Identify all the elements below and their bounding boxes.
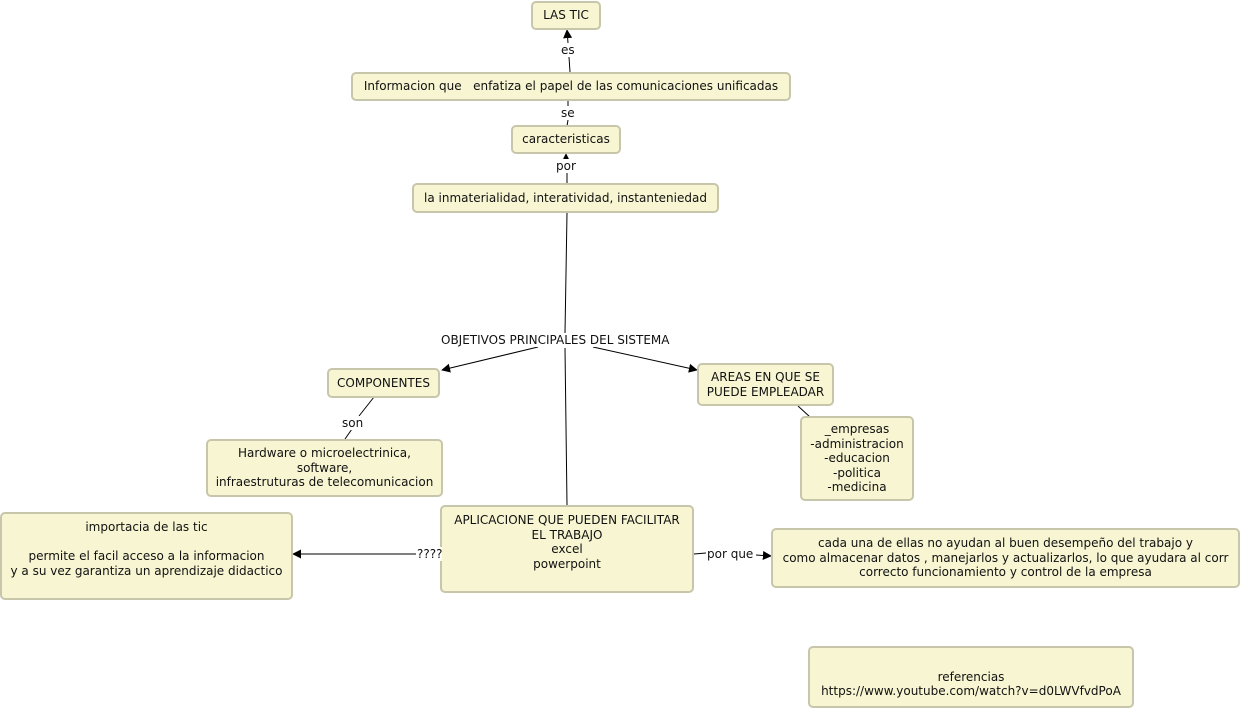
node-areas-list[interactable]: _empresas -administracion -educacion -po… (800, 416, 914, 501)
node-cada-una[interactable]: cada una de ellas no ayudan al buen dese… (771, 528, 1240, 588)
link-informacion-es (568, 56, 571, 73)
node-hardware[interactable]: Hardware o microelectrinica, software, i… (206, 439, 443, 497)
link-objetivos-componentes (441, 346, 539, 373)
node-componentes[interactable]: COMPONENTES (327, 368, 440, 398)
node-aplicaciones[interactable]: APLICACIONE QUE PUEDEN FACILITAR EL TRAB… (440, 505, 694, 593)
node-caracteristicas[interactable]: caracteristicas (511, 125, 621, 154)
node-referencias[interactable]: referencias https://www.youtube.com/watc… (808, 646, 1134, 708)
link-label-interrogacion: ???? (417, 547, 443, 561)
link-objetivos-aplicaciones (564, 347, 568, 506)
node-importancia[interactable]: importacia de las tic permite el facil a… (0, 512, 293, 600)
link-label-son: son (342, 416, 364, 430)
link-areas-list (797, 405, 811, 418)
link-por-que-cada-una (755, 550, 772, 560)
link-son-hardware (344, 428, 353, 440)
link-inmaterialidad-objetivos (564, 212, 568, 334)
link-aplicaciones-por-que (693, 552, 707, 555)
link-label-por-que: por que (707, 547, 754, 561)
link-label-se: se (561, 106, 575, 120)
link-componentes-son (358, 396, 375, 417)
link-es-las-tic (563, 29, 573, 44)
link-objetivos-areas (592, 346, 698, 373)
node-las-tic[interactable]: LAS TIC (531, 1, 601, 30)
node-informacion[interactable]: Informacion que enfatiza el papel de las… (351, 72, 791, 101)
link-label-por: por (556, 159, 576, 173)
node-inmaterialidad[interactable]: la inmaterialidad, interatividad, instan… (412, 183, 719, 213)
node-objetivos[interactable]: OBJETIVOS PRINCIPALES DEL SISTEMA (441, 333, 670, 347)
node-areas[interactable]: AREAS EN QUE SE PUEDE EMPLEADAR (697, 363, 834, 406)
link-label-es: es (561, 43, 575, 57)
